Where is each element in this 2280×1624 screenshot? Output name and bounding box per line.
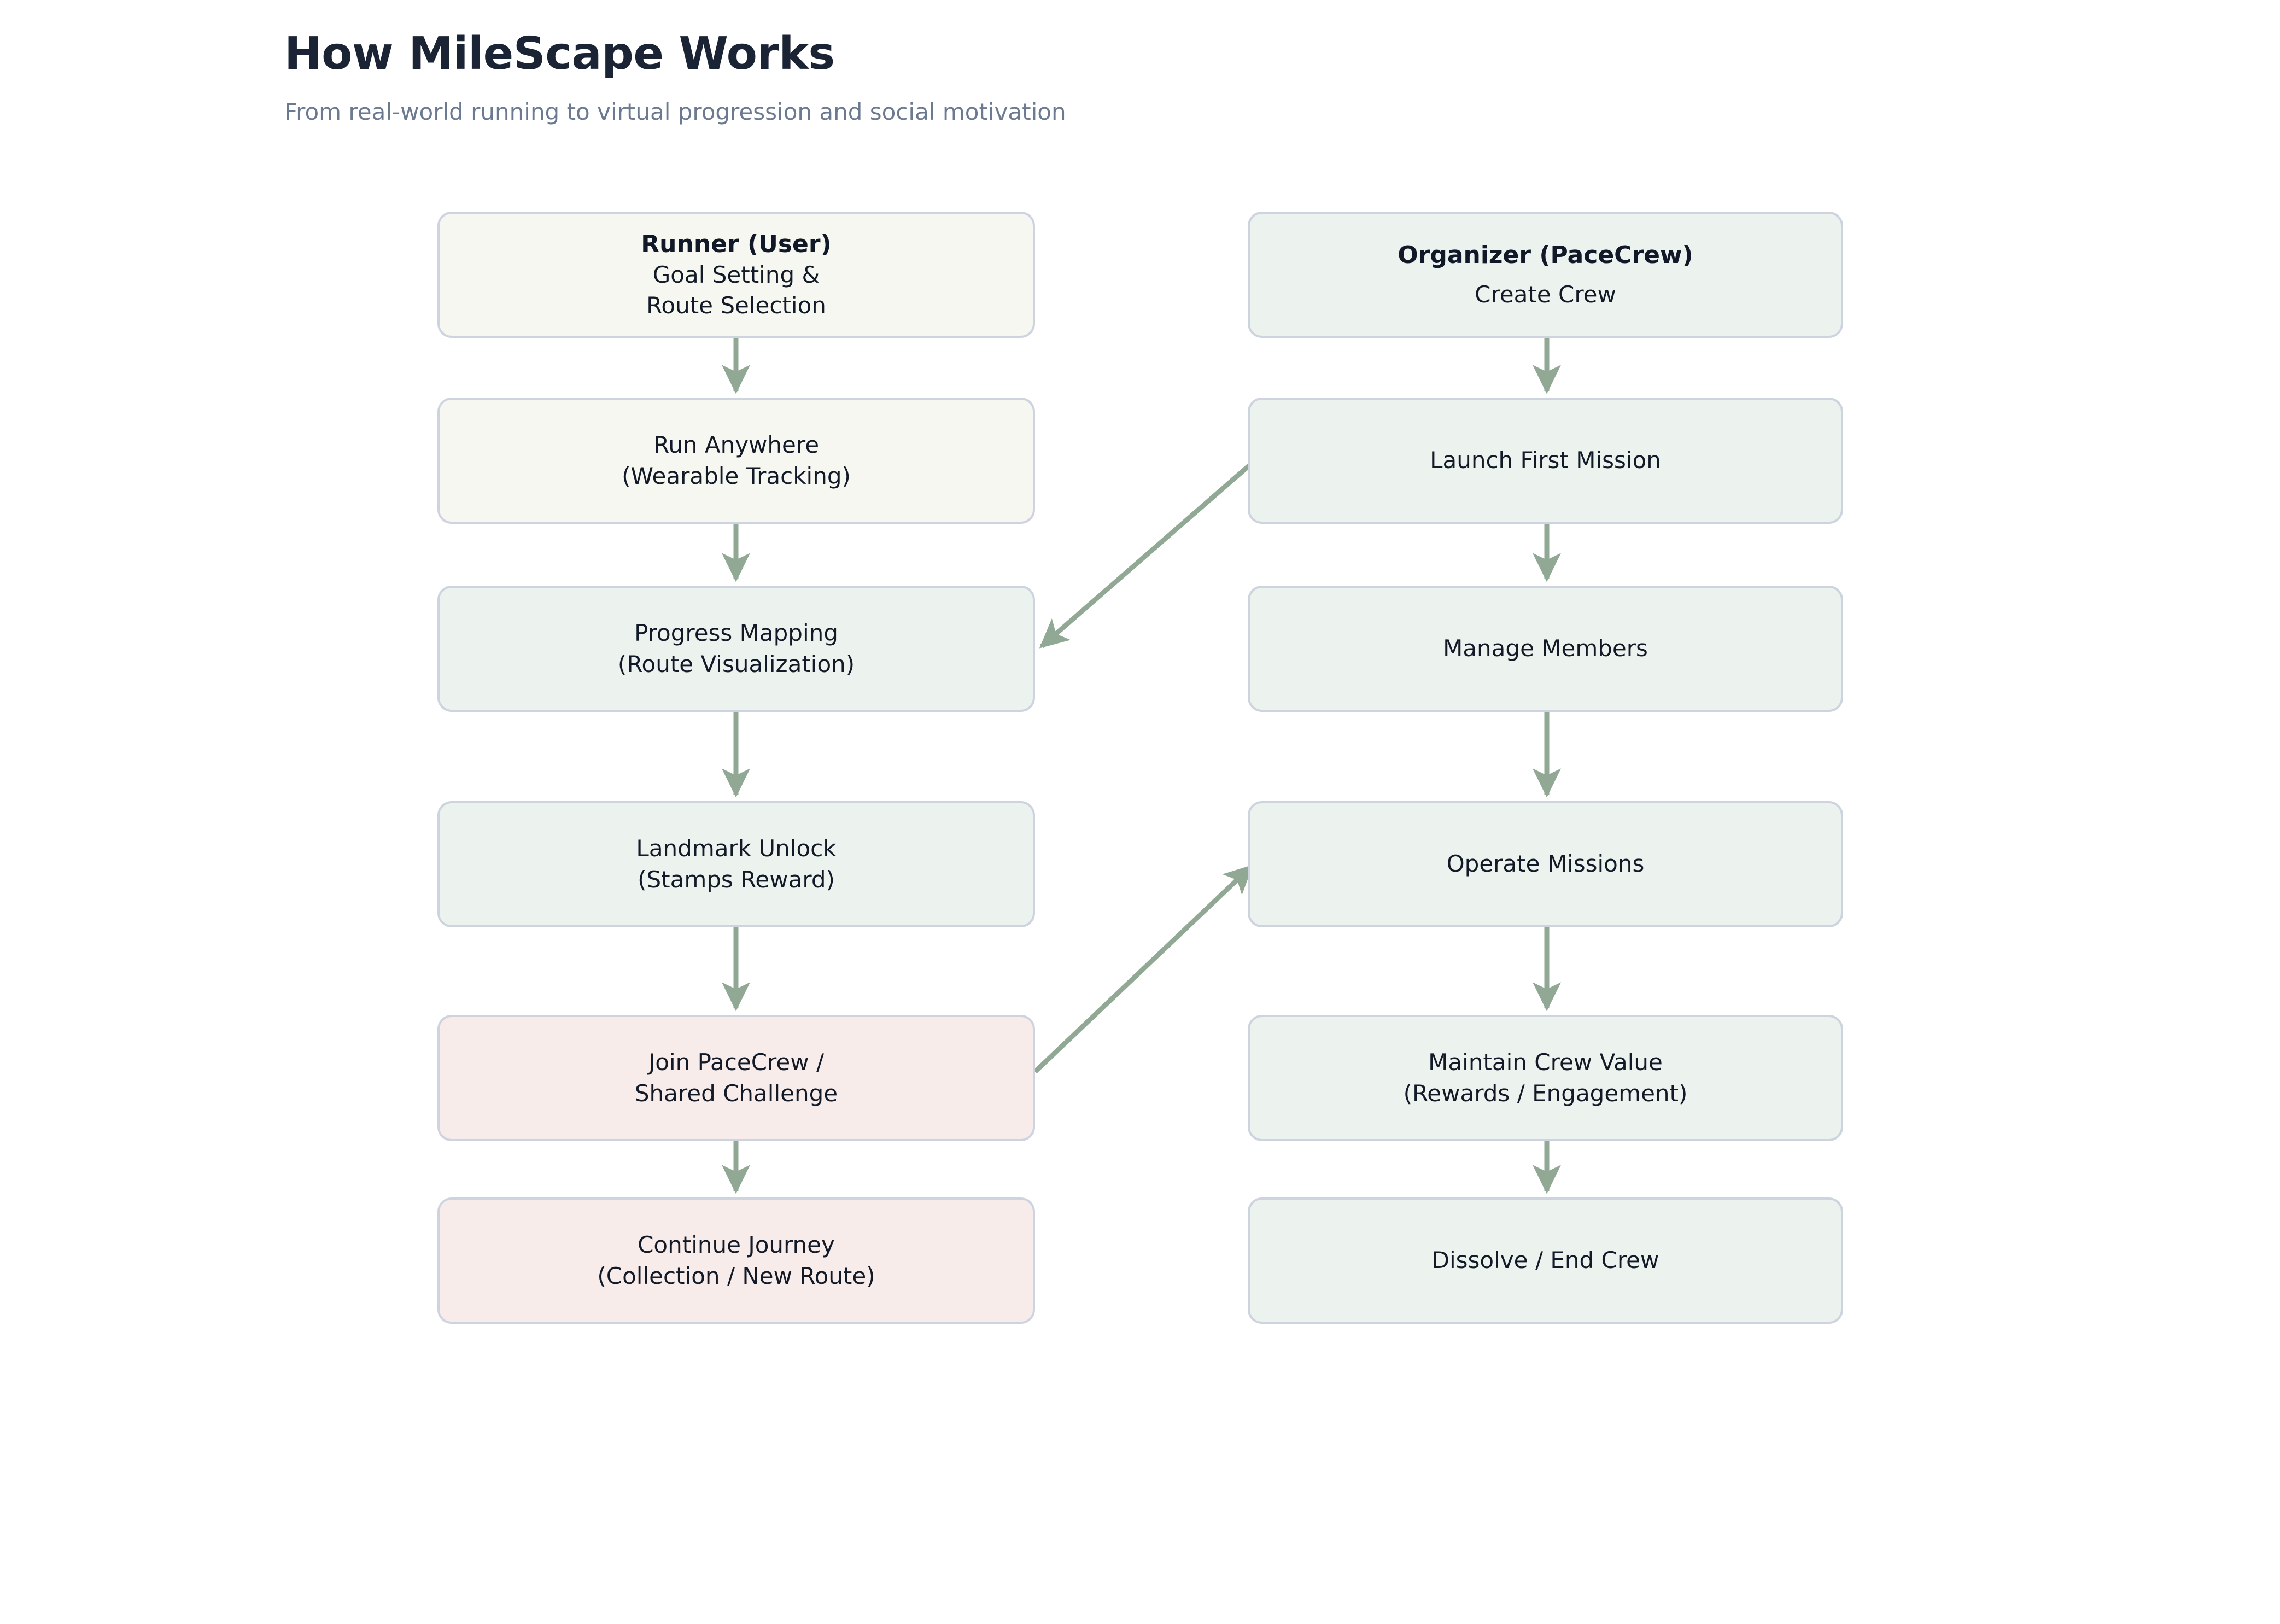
page-header: How MileScape Works From real-world runn… (284, 30, 2034, 126)
page-title: How MileScape Works (284, 28, 835, 80)
page-subtitle: From real-world running to virtual progr… (284, 98, 1066, 125)
node-line-1: Landmark Unlock (636, 835, 837, 862)
node-line-1: Create Crew (1475, 281, 1616, 308)
node-progress-mapping[interactable]: Progress Mapping (Route Visualization) (437, 586, 1035, 712)
node-heading: Organizer (PaceCrew) (1398, 241, 1693, 269)
node-launch-first-mission[interactable]: Launch First Mission (1248, 398, 1843, 524)
node-line-1: Continue Journey (638, 1231, 835, 1259)
node-runner-goal-setting[interactable]: Runner (User) Goal Setting & Route Selec… (437, 212, 1035, 338)
node-line-2: Shared Challenge (634, 1079, 838, 1107)
node-join-pacecrew[interactable]: Join PaceCrew / Shared Challenge (437, 1015, 1035, 1141)
edge-n5-m4-diagonal (1033, 864, 1253, 1074)
node-line-2: (Collection / New Route) (597, 1262, 875, 1289)
node-line-1: Progress Mapping (634, 620, 838, 647)
node-line-2: (Wearable Tracking) (622, 462, 851, 489)
node-line-1: Launch First Mission (1430, 447, 1661, 474)
node-line-2: (Stamps Reward) (638, 866, 835, 893)
edge-m2-n3-diagonal (1039, 460, 1255, 649)
node-line-1: Manage Members (1443, 635, 1648, 662)
node-organizer-create-crew[interactable]: Organizer (PaceCrew) Create Crew (1248, 212, 1843, 338)
node-maintain-crew-value[interactable]: Maintain Crew Value (Rewards / Engagemen… (1248, 1015, 1843, 1141)
node-line-1: Operate Missions (1446, 850, 1645, 878)
node-dissolve-end-crew[interactable]: Dissolve / End Crew (1248, 1197, 1843, 1324)
node-continue-journey[interactable]: Continue Journey (Collection / New Route… (437, 1197, 1035, 1324)
node-manage-members[interactable]: Manage Members (1248, 586, 1843, 712)
node-landmark-unlock[interactable]: Landmark Unlock (Stamps Reward) (437, 801, 1035, 927)
node-line-1: Run Anywhere (653, 431, 820, 459)
node-line-2: (Rewards / Engagement) (1403, 1079, 1688, 1107)
node-run-anywhere[interactable]: Run Anywhere (Wearable Tracking) (437, 398, 1035, 524)
node-line-1: Maintain Crew Value (1428, 1049, 1663, 1076)
node-line-1: Goal Setting & (652, 261, 820, 288)
node-line-1: Dissolve / End Crew (1431, 1247, 1659, 1274)
node-line-1: Join PaceCrew / (648, 1049, 825, 1076)
node-line-2: (Route Visualization) (617, 650, 855, 677)
node-line-2: Route Selection (646, 292, 826, 319)
node-heading: Runner (User) (641, 230, 832, 258)
node-operate-missions[interactable]: Operate Missions (1248, 801, 1843, 927)
